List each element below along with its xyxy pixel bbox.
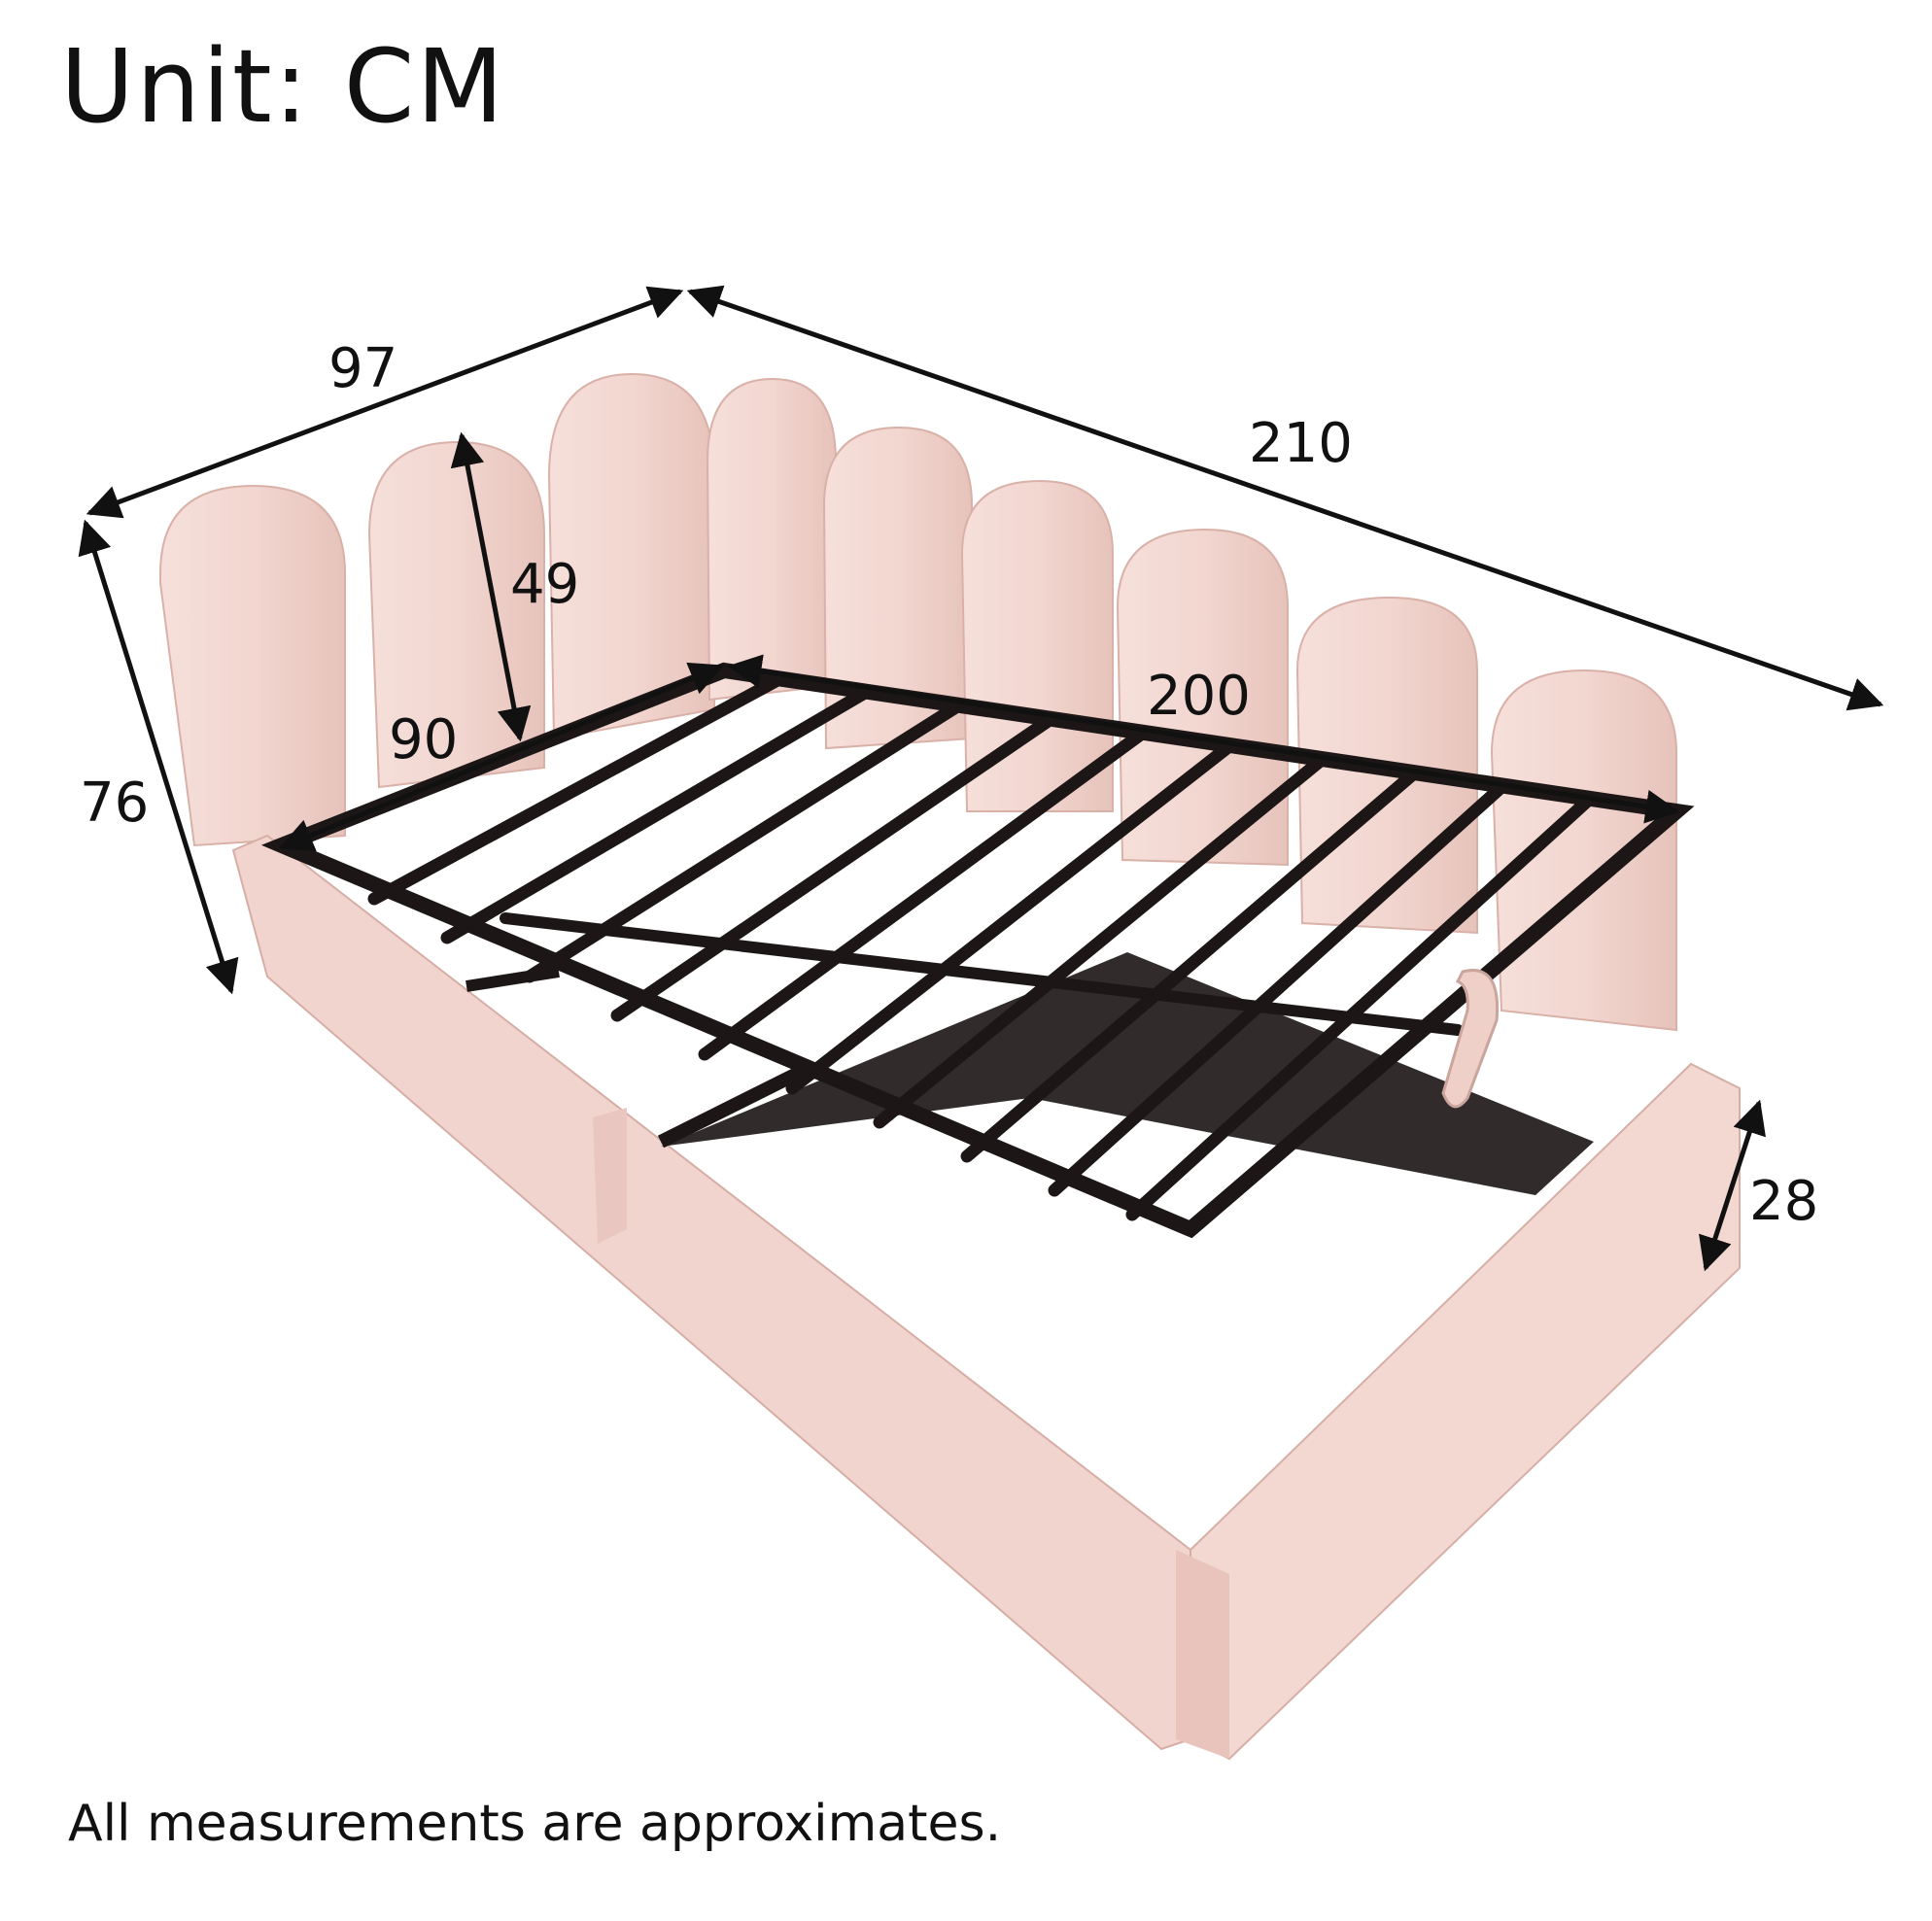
dim-line-overall-height	[78, 519, 239, 995]
slat	[1048, 780, 1508, 1197]
measurement-disclaimer: All measurements are approximates.	[68, 1795, 1002, 1853]
dim-line-mattress-width	[278, 662, 725, 852]
side-rail	[231, 834, 1191, 1751]
dimension-lines	[78, 285, 1884, 1272]
headboard-panel	[1490, 669, 1677, 1032]
slat	[960, 767, 1421, 1163]
pull-strap	[1441, 969, 1500, 1109]
dim-line-rail-height	[1699, 1099, 1766, 1272]
label-rail-height: 28	[1749, 1170, 1818, 1233]
rail-seam	[593, 1108, 627, 1244]
headboard-panel	[706, 377, 837, 702]
label-overall-height: 76	[80, 772, 149, 835]
headboard-panel	[159, 484, 346, 847]
gas-strut	[657, 1062, 811, 1149]
dim-line-length-outer	[686, 285, 1884, 711]
slat	[1125, 793, 1596, 1221]
foot-rail-end	[1176, 1550, 1229, 1759]
storage-base	[661, 952, 1594, 1195]
dim-line-width-outer	[86, 286, 684, 519]
label-mattress-length: 200	[1147, 665, 1251, 728]
gas-strut	[466, 966, 560, 992]
unit-title: Unit: CM	[60, 27, 506, 146]
label-width-outer: 97	[328, 337, 397, 400]
label-panel-height: 49	[510, 553, 579, 616]
label-mattress-width: 90	[389, 708, 458, 772]
dim-line-mattress-length	[727, 654, 1680, 824]
label-length-outer: 210	[1249, 412, 1353, 475]
